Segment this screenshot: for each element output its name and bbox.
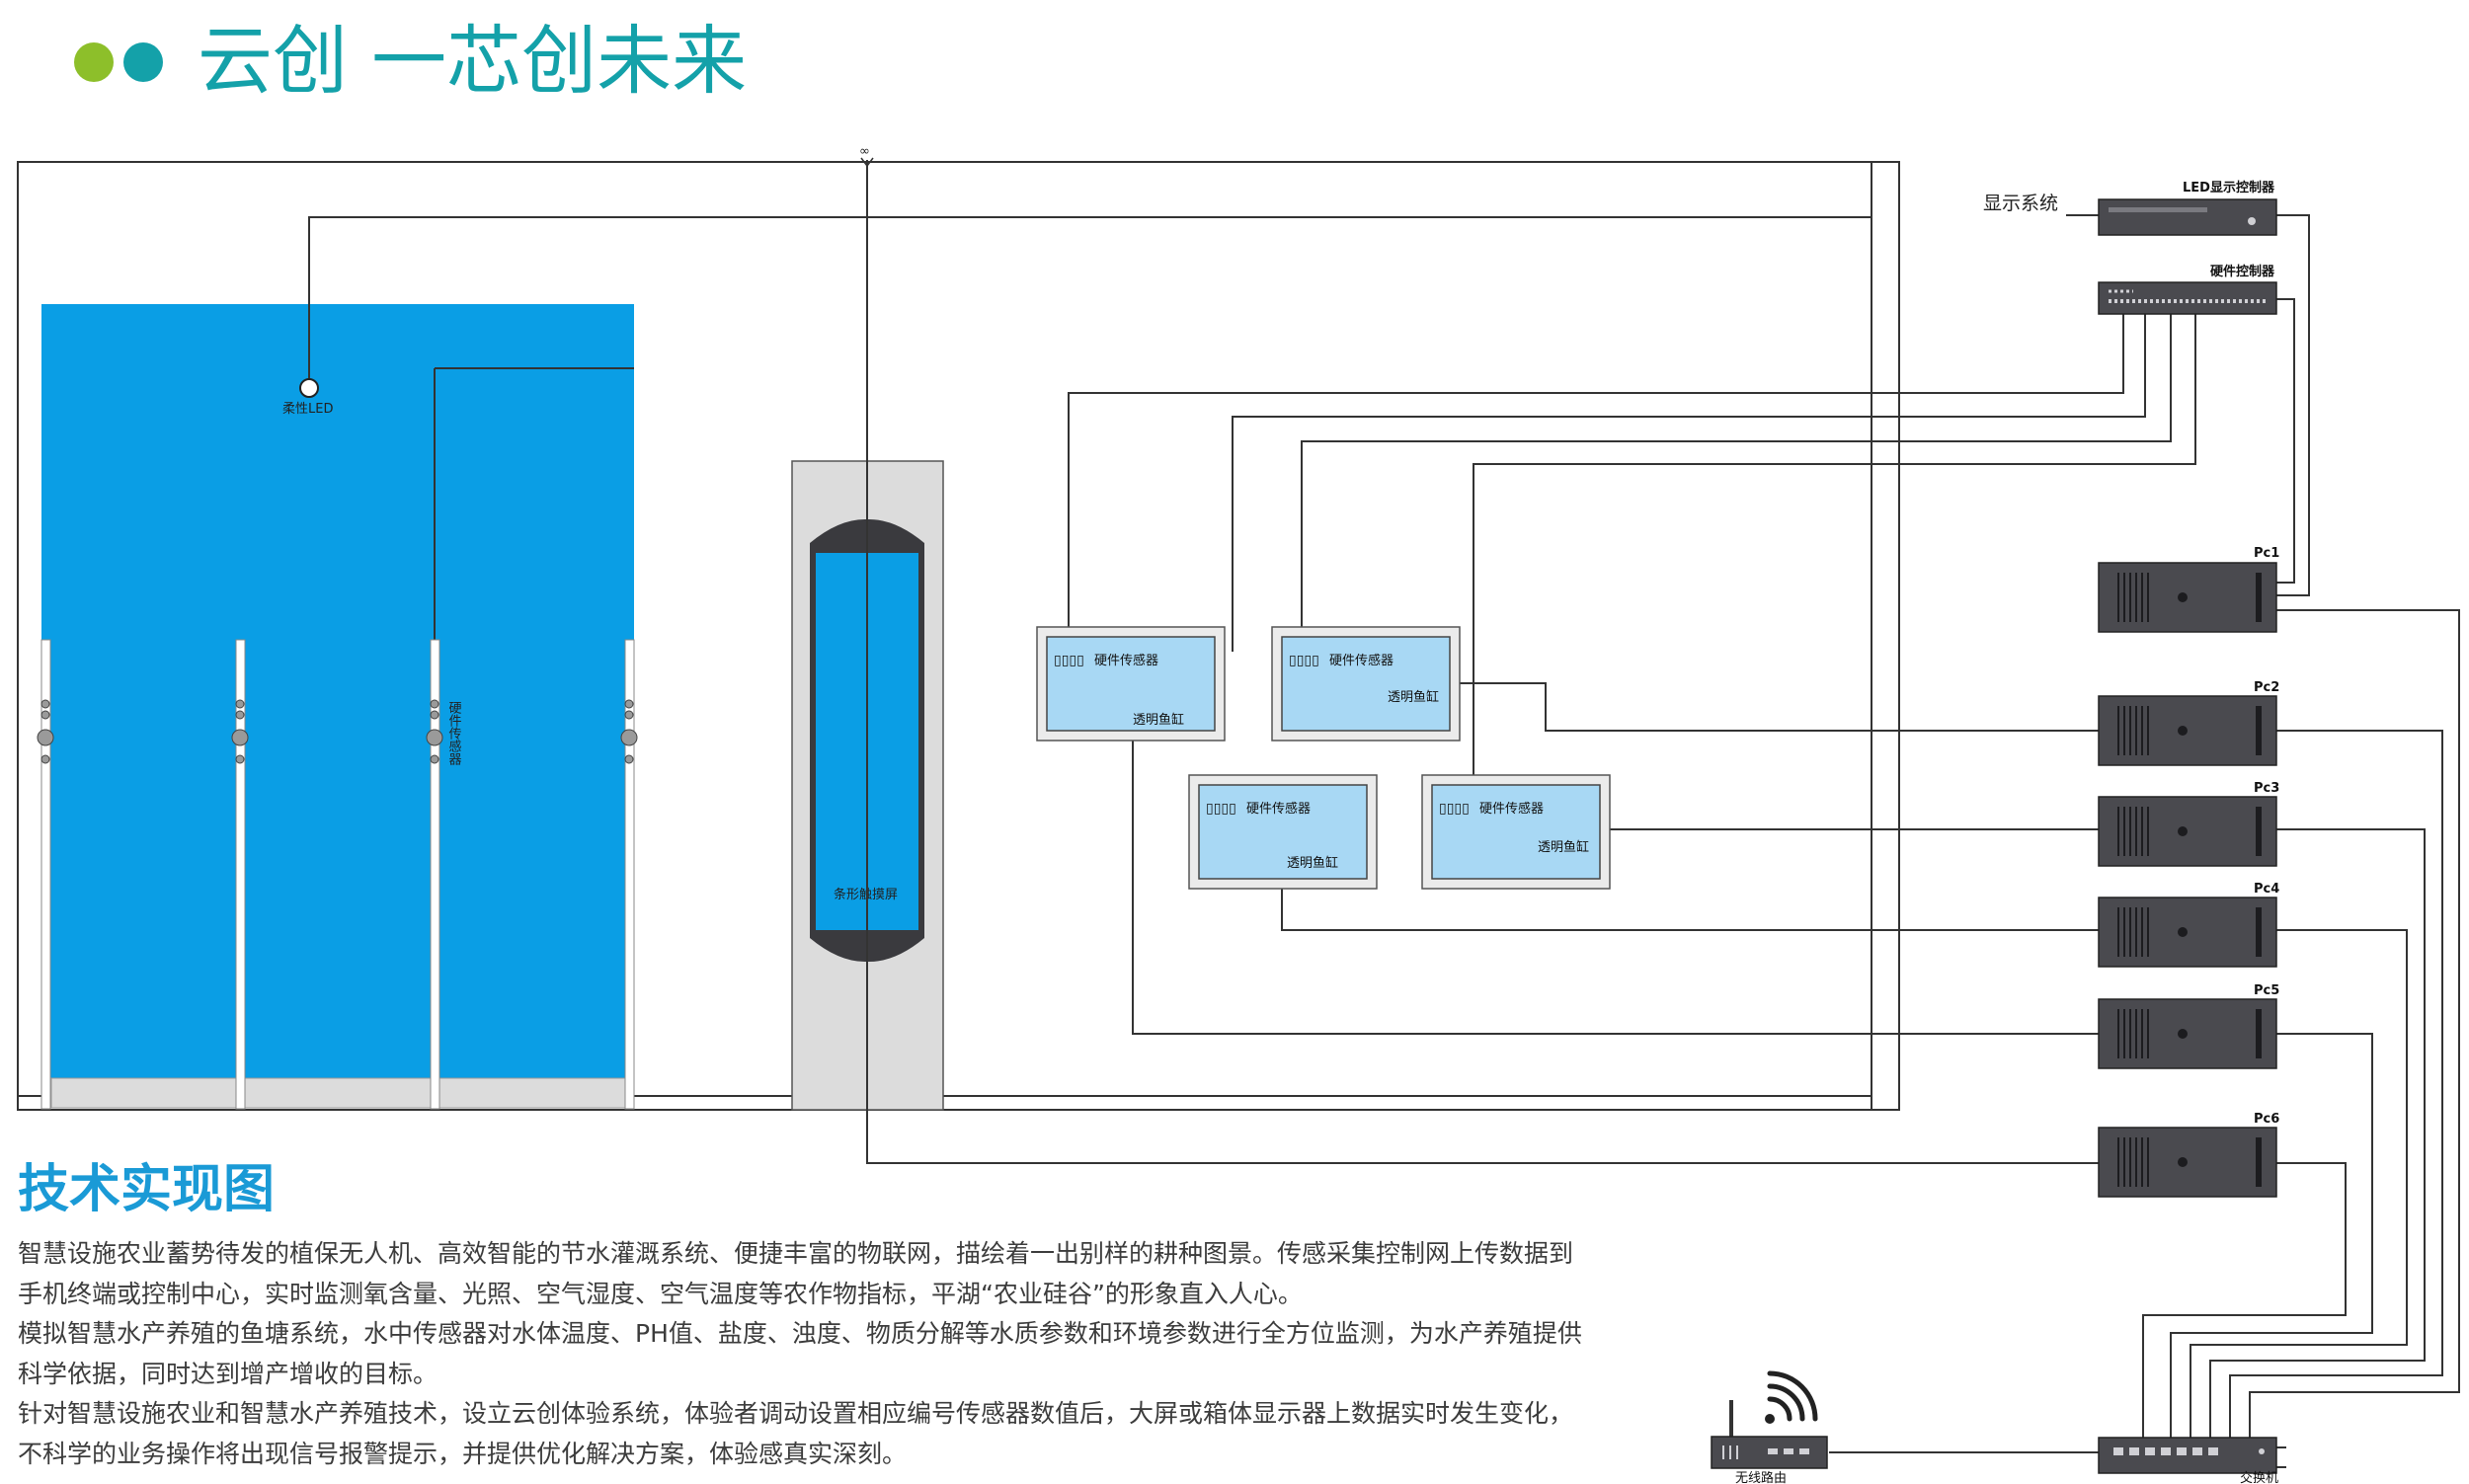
fish-tank: ▯▯▯▯ 硬件传感器 透明鱼缸	[1188, 774, 1378, 890]
pc-2: Pc2	[2098, 680, 2279, 766]
network-switch: 交换机	[2098, 1437, 2278, 1484]
svg-text:硬件传感器: 硬件传感器	[1479, 801, 1544, 817]
sensor-vertical-label: 硬件传感器	[446, 701, 462, 766]
svg-text:Pc3: Pc3	[2254, 781, 2279, 796]
svg-text:透明鱼缸: 透明鱼缸	[1287, 855, 1338, 871]
svg-text:Pc5: Pc5	[2254, 983, 2279, 998]
svg-text:▯▯▯▯: ▯▯▯▯	[1054, 653, 1084, 668]
display-system-label: 显示系统	[1983, 193, 2058, 214]
touch-screen-label: 条形触摸屏	[834, 887, 898, 902]
pc-4: Pc4	[2098, 882, 2279, 968]
fish-tank: ▯▯▯▯ 硬件传感器 透明鱼缸	[1421, 774, 1611, 890]
svg-text:Pc4: Pc4	[2254, 882, 2279, 897]
top-marker: ∞	[859, 144, 870, 159]
post-sensor-icon	[37, 699, 638, 764]
svg-text:▯▯▯▯: ▯▯▯▯	[1206, 801, 1236, 817]
led-wall: 硬件传感器	[37, 304, 638, 1110]
led-label: 柔性LED	[282, 402, 333, 417]
svg-text:Pc6: Pc6	[2254, 1112, 2279, 1127]
description-line: 智慧设施农业蓄势待发的植保无人机、高效智能的节水灌溉系统、便捷丰富的物联网，描绘…	[18, 1239, 1574, 1268]
svg-text:交换机: 交换机	[2240, 1470, 2278, 1484]
svg-text:硬件传感器: 硬件传感器	[1246, 801, 1311, 817]
description-line: 手机终端或控制中心，实时监测氧含量、光照、空气湿度、空气温度等农作物指标，平湖“…	[18, 1279, 1303, 1308]
section-title: 技术实现图	[18, 1160, 275, 1219]
pc-5: Pc5	[2098, 983, 2279, 1069]
wireless-router: 无线路由	[1711, 1370, 1828, 1484]
pc-6: Pc6	[2098, 1112, 2279, 1198]
svg-text:硬件传感器: 硬件传感器	[1329, 653, 1394, 668]
page-title: 云创 一芯创未来	[198, 17, 747, 105]
svg-text:透明鱼缸: 透明鱼缸	[1538, 839, 1589, 855]
description-line: 不科学的业务操作将出现信号报警提示，并提供优化解决方案，体验感真实深刻。	[18, 1439, 908, 1468]
svg-text:透明鱼缸: 透明鱼缸	[1388, 689, 1439, 705]
wifi-icon	[1765, 1370, 1818, 1424]
svg-text:LED显示控制器: LED显示控制器	[2183, 180, 2275, 195]
teal-dot-icon	[123, 42, 163, 82]
description-line: 科学依据，同时达到增产增收的目标。	[18, 1359, 438, 1388]
svg-text:Pc2: Pc2	[2254, 680, 2279, 695]
fish-tank: ▯▯▯▯ 硬件传感器 透明鱼缸	[1271, 626, 1461, 742]
svg-text:Pc1: Pc1	[2254, 546, 2279, 561]
pc-3: Pc3	[2098, 781, 2279, 867]
svg-text:无线路由: 无线路由	[1735, 1470, 1787, 1484]
green-dot-icon	[74, 42, 114, 82]
svg-text:▯▯▯▯: ▯▯▯▯	[1289, 653, 1319, 668]
fish-tank: ▯▯▯▯ 硬件传感器 透明鱼缸	[1036, 626, 1226, 742]
svg-text:硬件控制器: 硬件控制器	[2210, 264, 2275, 279]
led-controller: LED显示控制器	[2098, 180, 2277, 236]
description-line: 针对智慧设施农业和智慧水产养殖技术，设立云创体验系统，体验者调动设置相应编号传感…	[18, 1399, 1574, 1428]
description: 智慧设施农业蓄势待发的植保无人机、高效智能的节水灌溉系统、便捷丰富的物联网，描绘…	[18, 1234, 1637, 1474]
flexible-led: 柔性LED	[282, 216, 1872, 417]
pc-1: Pc1	[2098, 546, 2279, 633]
svg-text:透明鱼缸: 透明鱼缸	[1133, 712, 1184, 728]
svg-text:硬件传感器: 硬件传感器	[1094, 653, 1158, 668]
hardware-controller: 硬件控制器	[2098, 264, 2277, 315]
description-line: 模拟智慧水产养殖的鱼塘系统，水中传感器对水体温度、PH值、盐度、浊度、物质分解等…	[18, 1319, 1582, 1348]
svg-text:▯▯▯▯: ▯▯▯▯	[1439, 801, 1470, 817]
